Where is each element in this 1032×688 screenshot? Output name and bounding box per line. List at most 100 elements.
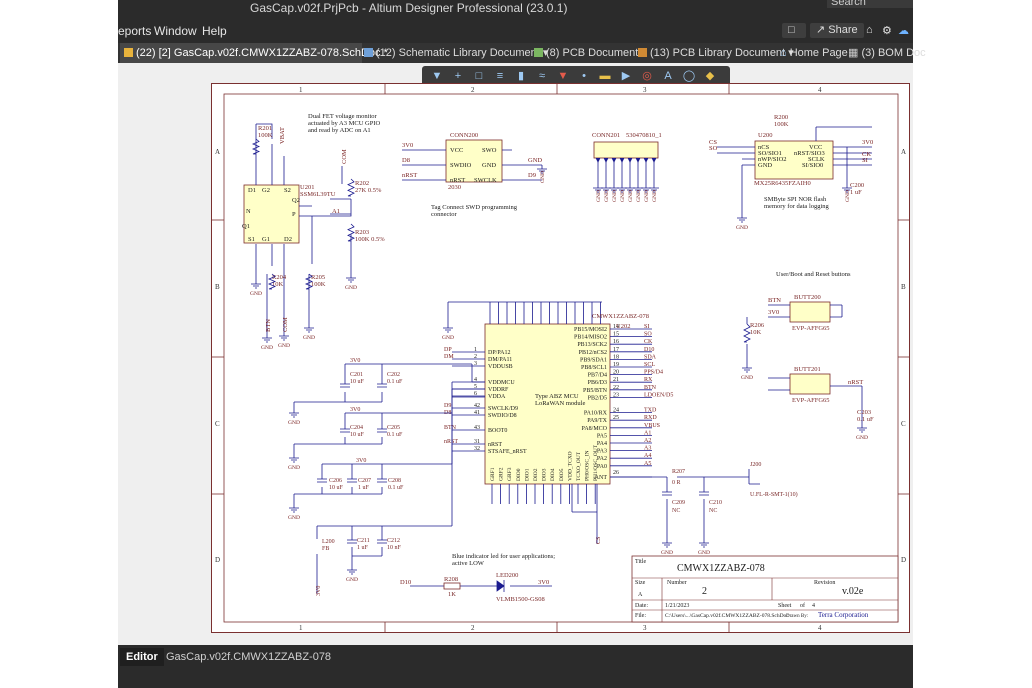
tb-revision-label: Revision bbox=[814, 580, 835, 586]
mcu-right-pin-name: PB5/BTN bbox=[583, 388, 608, 394]
directive-icon[interactable]: ◎ bbox=[642, 70, 652, 82]
mcu-left-pin-name: SWCLK/D9 bbox=[488, 406, 518, 412]
menu-window[interactable]: Window bbox=[154, 24, 197, 38]
ground-symbol bbox=[742, 364, 752, 373]
filter-icon[interactable]: ▼ bbox=[431, 70, 443, 82]
fet-note-2: actuated by A3 MCU GPIO bbox=[308, 120, 381, 127]
r205-label: R205 bbox=[311, 274, 325, 281]
mcu-right-net: TXD bbox=[644, 408, 657, 414]
text-icon[interactable]: A bbox=[664, 70, 672, 82]
l200-value: FB bbox=[322, 546, 329, 552]
bottom-panel-bar: Editor GasCap.v02f.CMWX1ZZABZ-078 bbox=[118, 645, 913, 688]
conn200-sub: 2030 bbox=[448, 184, 461, 191]
menu-bar: eports Window Help □ ↗ Share ⌂ ⚙ ☁ bbox=[118, 20, 913, 42]
tab-schematic-library[interactable]: (12) Schematic Library Document ▾ bbox=[360, 43, 548, 63]
wire-icon[interactable]: ≈ bbox=[538, 70, 546, 82]
menu-help[interactable]: Help bbox=[202, 24, 227, 38]
u200-net-3v0: 3V0 bbox=[862, 139, 873, 146]
bus-icon[interactable]: • bbox=[582, 70, 586, 82]
c206-label: C206 bbox=[329, 478, 342, 484]
tab-bom[interactable]: ▦ (3) BOM Doc bbox=[848, 47, 926, 59]
tab-pcb-library[interactable]: (13) PCB Library Document ▾ bbox=[634, 43, 794, 63]
port-icon[interactable]: ▶ bbox=[621, 70, 631, 82]
mcu-bottom-pin-name: GRF3 bbox=[507, 467, 513, 481]
align-icon[interactable]: ≡ bbox=[496, 70, 504, 82]
mcu-left-pin-num: 6 bbox=[474, 391, 477, 397]
r201-label: R201 bbox=[258, 125, 272, 132]
add-icon[interactable]: + bbox=[454, 70, 462, 82]
mcu-note-1: Type ABZ MCU bbox=[535, 393, 579, 400]
u200-net-cs: CS bbox=[709, 139, 717, 146]
ground-symbol bbox=[842, 184, 852, 193]
select-icon[interactable]: □ bbox=[475, 70, 483, 82]
conn200: CONN200 2030 VCC SWO SWDIO GND nRST SWCL… bbox=[402, 132, 542, 218]
tab-home-page[interactable]: ⌂ Home Page bbox=[780, 47, 848, 59]
r204-label: R204 bbox=[272, 274, 287, 281]
bottom-doc-tab[interactable]: GasCap.v02f.CMWX1ZZABZ-078 bbox=[166, 651, 332, 663]
ground-symbol bbox=[289, 454, 299, 463]
ground-label: GND bbox=[442, 335, 454, 341]
mcu-left-pin-num: 32 bbox=[474, 446, 480, 452]
c202-value: 0.1 uF bbox=[387, 379, 403, 385]
cap-net-3v0-a: 3V0 bbox=[350, 358, 360, 364]
chat-icon[interactable]: □ bbox=[782, 23, 806, 38]
r208-label: R208 bbox=[444, 576, 458, 583]
tb-title: CMWX1ZZABZ-078 bbox=[677, 563, 765, 574]
mcu-right-pin-num: 16 bbox=[613, 339, 619, 345]
r203-value: 100K 0.5% bbox=[355, 236, 385, 243]
u200-net-ck: CK bbox=[862, 151, 871, 158]
r205-value: 100K bbox=[311, 281, 326, 288]
power-icon[interactable]: ▼ bbox=[557, 70, 569, 82]
ground-label: GND bbox=[612, 190, 618, 202]
gear-icon[interactable]: ⚙ bbox=[882, 25, 892, 37]
component-icon[interactable]: ▮ bbox=[517, 70, 525, 82]
c206-value: 10 uF bbox=[329, 485, 344, 491]
search-box[interactable]: Search bbox=[827, 0, 913, 8]
ground-label: GND bbox=[303, 335, 315, 341]
arc-icon[interactable]: ◯ bbox=[682, 70, 696, 82]
mcu-right-pin-name: PA0 bbox=[597, 464, 607, 470]
tb-file-label: File: bbox=[635, 613, 646, 619]
mcu-left-pin-name: STSAFE_nRST bbox=[488, 449, 527, 455]
mcu-right-net: BTN bbox=[644, 385, 657, 391]
ground-symbol bbox=[699, 539, 709, 548]
mcu-left-pin-num: 4 bbox=[474, 377, 477, 383]
zone-col-bottom-4: 4 bbox=[818, 624, 822, 632]
net-vbat: VBAT bbox=[279, 127, 286, 144]
buttons-note: User/Boot and Reset buttons bbox=[776, 271, 851, 278]
ground-symbol bbox=[662, 539, 672, 548]
net-com-2: COM bbox=[282, 317, 289, 332]
u200-sclk: SCLK bbox=[808, 156, 825, 163]
u200-nwp: nWP/SIO2 bbox=[758, 156, 787, 163]
share-button[interactable]: ↗ Share bbox=[810, 23, 864, 38]
ground-symbol bbox=[346, 274, 356, 283]
mcu-left-pin-name: BOOT0 bbox=[488, 428, 507, 434]
mcu-bottom-pin-name: GRF1 bbox=[490, 467, 496, 481]
conn200-swclk: SWCLK bbox=[474, 177, 497, 184]
schematic-doc-icon bbox=[124, 48, 133, 57]
mcu-right-net: A2 bbox=[644, 438, 651, 444]
menu-reports[interactable]: eports bbox=[118, 24, 152, 38]
cloud-icon[interactable]: ☁ bbox=[898, 25, 909, 37]
net-label-icon[interactable]: ▬ bbox=[599, 70, 611, 82]
mcu-u202: DP/PA121DPDM/PA112DMVDDUSB3VDDMCU4VDDRF5… bbox=[444, 301, 673, 504]
tab-schdoc[interactable]: (22) [2] GasCap.v02f.CMWX1ZZABZ-078.SchD… bbox=[120, 43, 388, 63]
home-icon[interactable]: ⌂ bbox=[866, 24, 873, 36]
ground-label: GND bbox=[736, 225, 748, 231]
ground-label: GND bbox=[845, 190, 851, 202]
led-net-d10: D10 bbox=[400, 579, 411, 586]
r207-value: 0 R bbox=[672, 480, 681, 486]
mcu-right-pin-num: 24 bbox=[613, 408, 619, 414]
mcu-bottom-pin-name: DIO0 bbox=[516, 468, 522, 481]
c203-label: C203 bbox=[857, 409, 871, 416]
tab-pcb-document[interactable]: (8) PCB Document ▾ bbox=[530, 43, 647, 63]
altium-window: GasCap.v02f.PrjPcb - Altium Designer Pro… bbox=[118, 0, 926, 688]
zone-col-bottom-3: 3 bbox=[643, 624, 647, 632]
diamond-icon[interactable]: ◆ bbox=[705, 70, 715, 82]
mcu-right-pin-name: PA8/MCO bbox=[582, 426, 608, 432]
cap-labels: C201 10 uF C202 0.1 uF C204 10 uF C205 0… bbox=[329, 358, 404, 491]
title-bar: GasCap.v02f.PrjPcb - Altium Designer Pro… bbox=[118, 0, 913, 18]
editor-tab[interactable]: Editor bbox=[120, 648, 164, 666]
